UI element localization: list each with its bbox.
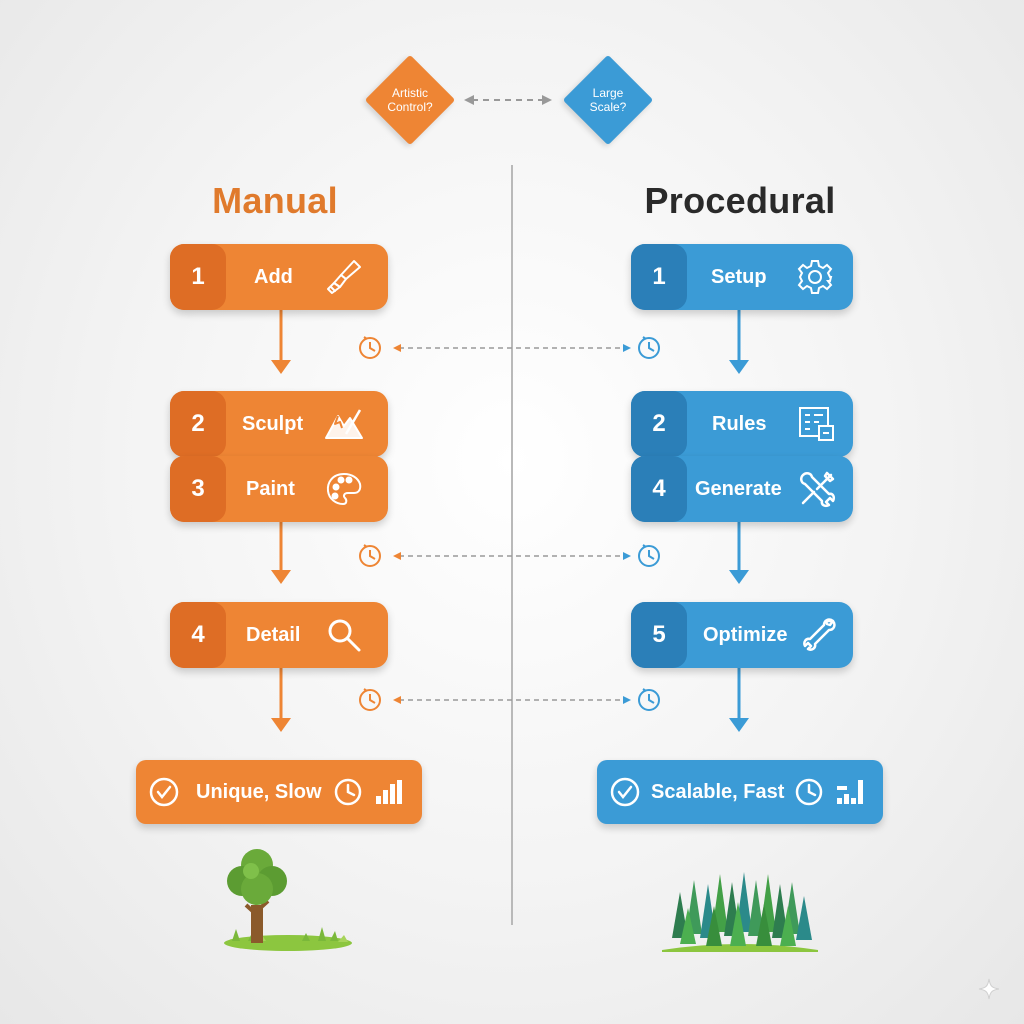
manual-arrow-3 — [271, 666, 291, 732]
bar-chart-icon — [376, 780, 402, 804]
clock-icon — [359, 336, 381, 359]
procedural-arrow-3 — [729, 666, 749, 732]
manual-step-sculpt: 2 Sculpt — [170, 391, 388, 457]
procedural-arrow-2 — [729, 520, 749, 584]
step-label: Sculpt — [242, 412, 304, 435]
clock-icon — [638, 688, 660, 711]
large-scale-label: Large Scale? — [589, 86, 627, 114]
center-divider — [511, 165, 513, 925]
artistic-control-decision: Artistic Control? — [364, 54, 456, 146]
time-link-2 — [359, 544, 660, 567]
manual-arrow-2 — [271, 520, 291, 584]
procedural-arrow-1 — [729, 310, 749, 374]
step-number: 5 — [631, 602, 687, 668]
check-circle-icon — [610, 777, 640, 807]
procedural-result: Scalable, Fast — [597, 760, 883, 824]
artistic-control-label: Artistic Control? — [387, 86, 433, 114]
rules-icon — [799, 407, 834, 441]
step-number: 4 — [170, 602, 226, 668]
magnifier-icon — [328, 619, 361, 652]
step-label: Detail — [246, 623, 301, 646]
manual-step-detail: 4 Detail — [170, 602, 388, 668]
manual-arrow-1 — [271, 310, 291, 374]
time-link-3 — [359, 688, 660, 711]
forest-illustration — [662, 872, 818, 952]
procedural-step-optimize: 5 Optimize — [631, 602, 853, 668]
step-number: 3 — [170, 456, 226, 522]
step-label: Rules — [712, 412, 767, 435]
time-link-1 — [359, 336, 660, 359]
single-tree-illustration — [224, 849, 352, 951]
check-circle-icon — [149, 777, 179, 807]
procedural-step-setup: 1 Setup — [631, 244, 853, 310]
procedural-step-generate: 4 Generate — [631, 456, 853, 522]
sparkle-icon — [978, 978, 1000, 1000]
mountain-icon — [325, 409, 363, 439]
procedural-result-text: Scalable, Fast — [651, 780, 785, 803]
step-label: Optimize — [703, 623, 788, 646]
procedural-title: Procedural — [644, 180, 836, 221]
manual-title: Manual — [212, 180, 338, 221]
manual-step-add: 1 Add — [170, 244, 388, 310]
step-number: 1 — [631, 244, 687, 310]
procedural-step-rules: 2 Rules — [631, 391, 853, 457]
wrench-icon — [803, 618, 836, 651]
step-label: Paint — [246, 477, 295, 500]
clock-icon — [334, 778, 362, 806]
large-scale-decision: Large Scale? — [562, 54, 654, 146]
step-number: 2 — [631, 391, 687, 457]
palette-icon — [326, 472, 362, 506]
step-label: Setup — [711, 265, 767, 288]
manual-result-text: Unique, Slow — [196, 780, 322, 803]
manual-result: Unique, Slow — [136, 760, 422, 824]
clock-icon — [359, 688, 381, 711]
clock-icon — [795, 778, 823, 806]
step-number: 2 — [170, 391, 226, 457]
tools-icon — [800, 471, 836, 508]
clock-icon — [359, 544, 381, 567]
bar-chart-icon — [837, 780, 863, 804]
step-number: 1 — [170, 244, 226, 310]
step-label: Add — [254, 265, 293, 288]
clock-icon — [638, 544, 660, 567]
clock-icon — [638, 336, 660, 359]
step-number: 4 — [631, 456, 687, 522]
top-comparison-arrow — [464, 95, 552, 105]
brush-icon — [327, 260, 361, 294]
step-label: Generate — [695, 477, 782, 500]
gear-icon — [797, 260, 833, 294]
manual-step-paint: 3 Paint — [170, 456, 388, 522]
